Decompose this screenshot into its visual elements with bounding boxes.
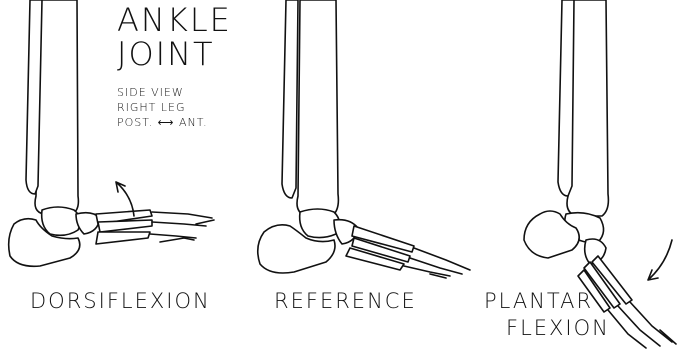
title-line-1: ANKLE — [117, 4, 232, 36]
label-flexion: FLEXION — [506, 318, 610, 339]
label-plantar: PLANTAR — [484, 291, 593, 312]
label-dorsiflexion: DORSIFLEXION — [30, 291, 211, 312]
plantar-fibula — [558, 0, 574, 196]
dorsi-metatarsal-2 — [98, 220, 152, 232]
plantar-toes — [608, 302, 676, 348]
ref-fibula — [282, 0, 298, 198]
title-line-2: JOINT — [117, 38, 215, 70]
reference-skeleton — [258, 0, 470, 278]
dorsi-metatarsal-3 — [96, 232, 150, 244]
plantar-movement-arrow — [648, 240, 672, 280]
note-right-leg: RIGHT LEG — [117, 102, 186, 113]
label-reference: REFERENCE — [274, 291, 417, 312]
ref-tibia — [297, 0, 338, 216]
note-orientation: POST. ⟷ ANT. — [117, 117, 208, 128]
note-side-view: SIDE VIEW — [117, 87, 184, 98]
ref-toes — [404, 248, 470, 278]
dorsi-toes — [150, 212, 214, 242]
dorsi-talus — [42, 207, 81, 235]
